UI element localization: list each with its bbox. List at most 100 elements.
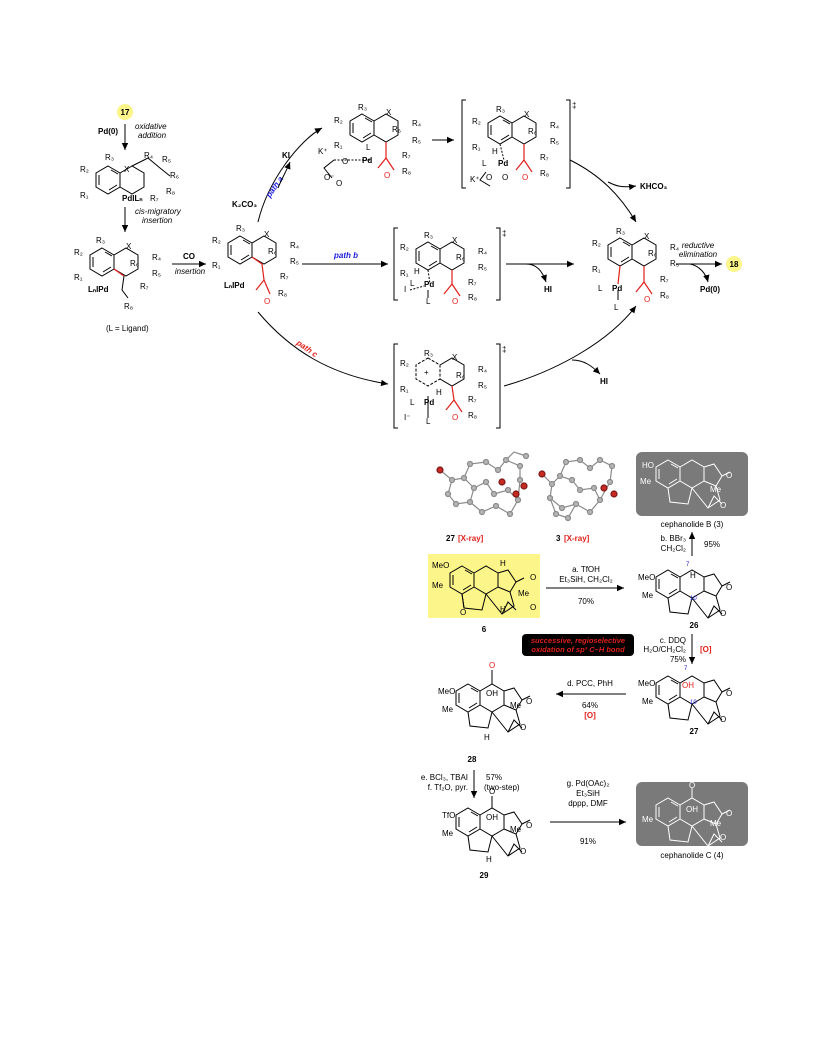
svg-text:R₅: R₅ (152, 269, 161, 278)
svg-text:R₇: R₇ (140, 282, 149, 291)
step-c-oxidation-tag: [O] (700, 645, 712, 654)
svg-text:X: X (452, 353, 458, 362)
svg-text:R₄: R₄ (152, 253, 161, 262)
step-b-yield: 95% (704, 540, 720, 549)
svg-text:R₇: R₇ (402, 151, 411, 160)
svg-text:Me: Me (510, 701, 522, 710)
svg-text:O: O (489, 787, 495, 796)
svg-text:MeO: MeO (438, 687, 455, 696)
step-d-yield: 64% (582, 701, 598, 710)
svg-text:R₆: R₆ (170, 171, 179, 180)
svg-text:10: 10 (690, 596, 697, 602)
svg-text:L: L (598, 284, 603, 293)
svg-text:R₁: R₁ (400, 269, 409, 278)
svg-text:O: O (530, 603, 536, 612)
svg-text:O: O (452, 413, 458, 422)
svg-text:successive, regioselective: successive, regioselective (531, 636, 625, 645)
svg-text:O: O (726, 471, 732, 480)
svg-text:O: O (530, 573, 536, 582)
svg-text:18: 18 (730, 260, 739, 269)
svg-text:OH: OH (682, 681, 694, 690)
svg-text:LₙIPd: LₙIPd (224, 281, 245, 290)
svg-text:R₈: R₈ (278, 289, 287, 298)
oxidative-label-2: addition (138, 131, 167, 140)
aryl-pd-intermediate: R₃ R₂ R₁ X R₄ R₅ PdILₙ R₇ R₆ R₈ (80, 151, 179, 203)
svg-text:R₄: R₄ (478, 365, 487, 374)
svg-text:TfO: TfO (442, 811, 455, 820)
step-a-yield: 70% (578, 597, 594, 606)
step-e-reagent: e. BCl₃, TBAI (421, 773, 468, 782)
k2co3-reagent: K₂CO₃ (232, 200, 257, 209)
svg-text:‡: ‡ (502, 229, 506, 238)
svg-text:H: H (492, 147, 498, 156)
insertion-label: insertion (175, 267, 206, 276)
svg-text:I⁻: I⁻ (404, 413, 410, 422)
co-reagent: CO (183, 252, 195, 261)
step-c-yield: 75% (670, 655, 686, 664)
svg-text:R₂: R₂ (212, 236, 221, 245)
svg-text:Me: Me (442, 829, 454, 838)
svg-text:X: X (524, 110, 530, 119)
arrow-ki-release (277, 161, 291, 189)
svg-text:X: X (124, 165, 130, 174)
xray-3-number: 3 (556, 534, 561, 543)
svg-text:R₂: R₂ (400, 359, 409, 368)
compound-27-structure: MeO Me 7 OH 10 O O (638, 666, 732, 725)
step-g-reagent-3: dppp, DMF (568, 799, 608, 808)
svg-text:O: O (689, 781, 695, 790)
compound-6-label: 6 (482, 625, 487, 634)
svg-text:R₄: R₄ (290, 241, 299, 250)
svg-text:R₅: R₅ (478, 263, 487, 272)
arrow-hi-release-2 (571, 359, 601, 375)
svg-text:O: O (720, 715, 726, 724)
svg-text:R₃: R₃ (96, 236, 105, 245)
step-ef-yield: 57% (486, 773, 502, 782)
svg-text:R₃: R₃ (616, 227, 625, 236)
svg-text:LₙIPd: LₙIPd (88, 285, 109, 294)
step-b-reagent-2: CH₂Cl₂ (661, 544, 686, 553)
svg-text:L: L (366, 143, 371, 152)
svg-text:O: O (726, 583, 732, 592)
carbonate-pd-intermediate: R₃ R₂ R₁ X R₆ R₄ R₅ R₇ R₈ L Pd K⁺ O O⁻ O… (318, 103, 421, 188)
svg-text:O: O (520, 847, 526, 856)
cis-migratory-label-1: cis-migratory (135, 207, 182, 216)
svg-text:Me: Me (642, 591, 654, 600)
pd0-product: Pd(0) (700, 285, 720, 294)
svg-text:Me: Me (710, 819, 722, 828)
transition-state-b: ‡ R₃ R₂ R₁ X R₆ R₄ R₅ R₇ R₈ H I Pd L L O (393, 227, 506, 306)
reductive-label-2: elimination (679, 250, 718, 259)
svg-text:R₃: R₃ (424, 231, 433, 240)
svg-text:H: H (500, 559, 506, 568)
svg-text:Pd: Pd (424, 398, 434, 407)
svg-text:R₁: R₁ (74, 273, 83, 282)
svg-text:Me: Me (442, 705, 454, 714)
svg-text:L: L (410, 279, 415, 288)
xray-27-number: 27 (446, 534, 455, 543)
svg-text:Me: Me (642, 815, 654, 824)
palladacycle-intermediate: R₃ R₂ R₁ X R₆ R₄ R₅ R₇ R₈ L Pd L O (592, 227, 679, 312)
compound-29-label: 29 (480, 871, 489, 880)
svg-text:O: O (720, 609, 726, 618)
svg-text:R₄: R₄ (478, 247, 487, 256)
svg-text:R₄: R₄ (412, 119, 421, 128)
svg-text:R₇: R₇ (660, 275, 669, 284)
svg-text:H: H (484, 733, 490, 742)
svg-text:‡: ‡ (572, 101, 576, 110)
svg-text:R₄: R₄ (670, 243, 679, 252)
xray-structure-3 (538, 456, 618, 522)
svg-text:X: X (452, 236, 458, 245)
acyl-pd-intermediate: R₃ R₂ R₁ X R₆ R₄ R₅ R₇ LₙIPd O R₈ (212, 224, 299, 306)
svg-text:R₈: R₈ (540, 169, 549, 178)
svg-text:Me: Me (518, 589, 530, 598)
cis-migratory-label-2: insertion (142, 216, 173, 225)
svg-text:R₅: R₅ (478, 381, 487, 390)
svg-text:O⁻: O⁻ (324, 173, 334, 182)
cephanolide-c-structure: O Me OH Me O O (636, 781, 748, 847)
svg-text:K⁺: K⁺ (318, 147, 328, 156)
step-f-reagent: f. Tf₂O, pyr. (428, 783, 468, 792)
svg-text:Pd: Pd (424, 280, 434, 289)
svg-text:R₆: R₆ (392, 125, 401, 134)
compound-18-badge: 18 (726, 256, 742, 272)
oxidation-banner: successive, regioselective oxidation of … (522, 634, 634, 656)
step-a-reagent-1: a. TfOH (572, 565, 600, 574)
